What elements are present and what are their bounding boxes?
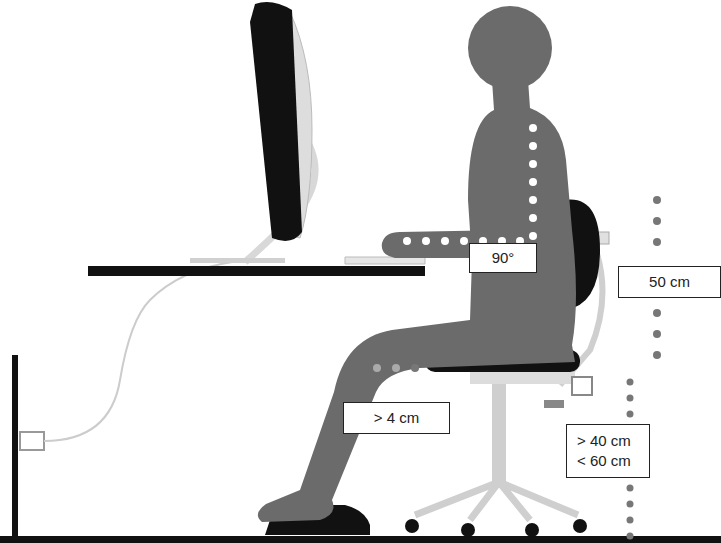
chair-wheel — [461, 523, 475, 537]
dot — [627, 517, 634, 524]
dot — [422, 237, 430, 245]
posture-dots — [403, 124, 537, 245]
chair-lever — [572, 377, 592, 395]
dimension-label: 90° — [492, 248, 515, 268]
wall — [12, 355, 18, 543]
dimension-box: 50 cm — [618, 266, 721, 298]
measure-dots — [373, 196, 661, 540]
dot — [529, 160, 537, 168]
dimension-label: 50 cm — [649, 272, 690, 292]
dot — [627, 501, 634, 508]
dot — [529, 232, 537, 240]
chair-mechanism — [470, 372, 575, 384]
dot — [653, 309, 661, 317]
power-outlet — [20, 432, 44, 450]
dot — [627, 533, 634, 540]
floor — [0, 536, 721, 543]
monitor-foot — [190, 258, 285, 263]
monitor-cable — [44, 262, 232, 441]
dot — [653, 196, 661, 204]
chair-paddle — [544, 400, 564, 408]
monitor-screen — [250, 2, 302, 241]
dot — [627, 379, 634, 386]
dot — [653, 330, 661, 338]
dimension-box: > 4 cm — [343, 402, 450, 434]
dot — [529, 142, 537, 150]
dot — [627, 411, 634, 418]
dot — [373, 364, 381, 372]
chair-column — [492, 384, 506, 484]
keyboard — [345, 257, 425, 264]
dot — [653, 217, 661, 225]
desk — [88, 266, 425, 276]
dot — [627, 395, 634, 402]
dot — [403, 237, 411, 245]
dot — [441, 237, 449, 245]
dimension-box: 90° — [469, 243, 537, 273]
dimension-label: > 40 cm < 60 cm — [577, 431, 639, 471]
dot — [529, 196, 537, 204]
dot — [460, 237, 468, 245]
dot — [392, 364, 400, 372]
chair-wheel — [405, 519, 419, 533]
person-arm — [382, 126, 550, 258]
dot — [529, 214, 537, 222]
dimension-label: > 4 cm — [374, 408, 419, 428]
chair-wheel — [525, 523, 539, 537]
chair-wheel — [573, 519, 587, 533]
person-head — [468, 6, 552, 90]
dot — [653, 351, 661, 359]
dimension-box: > 40 cm < 60 cm — [566, 424, 650, 478]
person-body — [258, 80, 576, 522]
dot — [529, 124, 537, 132]
dot — [529, 178, 537, 186]
dot — [653, 238, 661, 246]
dot — [627, 485, 634, 492]
dot — [411, 364, 419, 372]
chair-base — [415, 482, 578, 520]
